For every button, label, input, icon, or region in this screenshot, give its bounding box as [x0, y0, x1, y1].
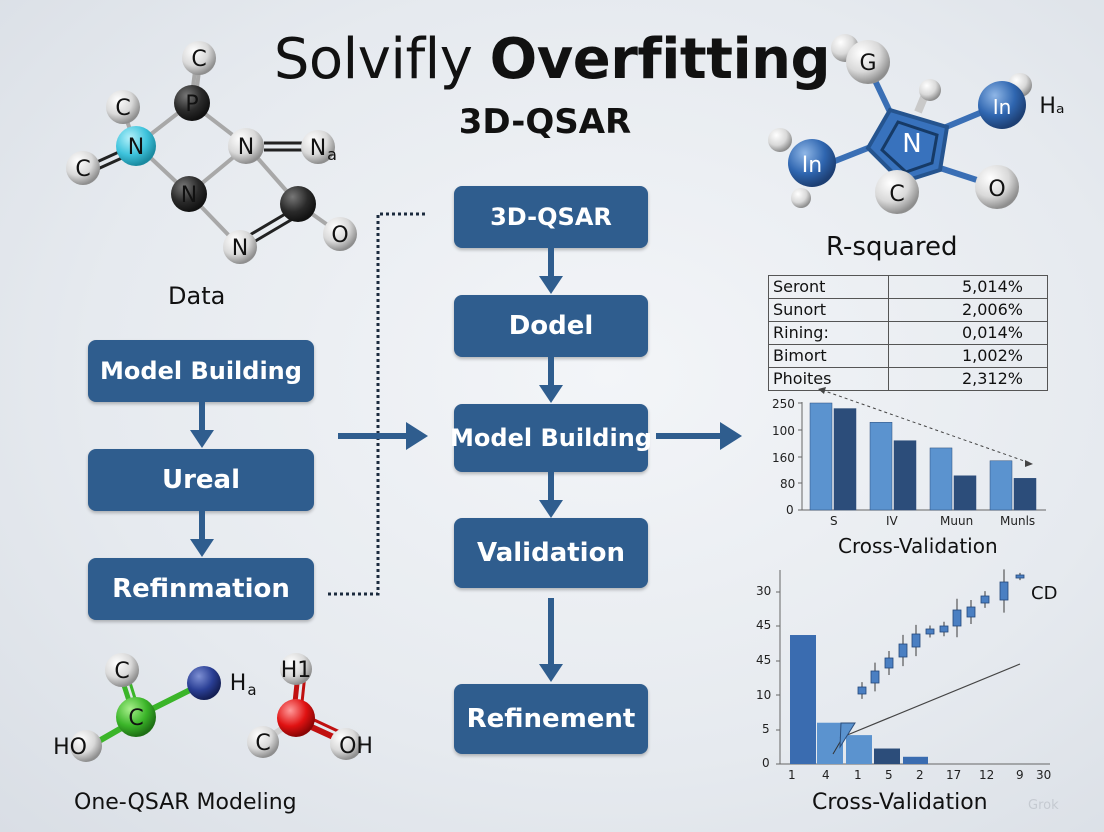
y-tick: 250	[772, 397, 795, 411]
svg-text:HO: HO	[53, 735, 87, 760]
table-row: Rining:0,014%	[768, 321, 1049, 345]
chart-title: Cross-Validation	[838, 534, 998, 558]
row-name: Sunort	[768, 298, 889, 322]
svg-text:Hₐ: Hₐ	[1039, 94, 1064, 119]
svg-text:N: N	[232, 236, 248, 261]
svg-text:C: C	[75, 157, 90, 182]
x-tick: 5	[885, 768, 893, 782]
y-tick: 45	[756, 653, 772, 667]
svg-text:C: C	[255, 731, 270, 756]
center-box-validation[interactable]: Validation	[454, 518, 648, 588]
rsquared-title: R-squared	[826, 232, 958, 262]
y-tick: 45	[756, 618, 772, 632]
center-box-model-building[interactable]: Model Building	[450, 404, 652, 472]
svg-text:a: a	[327, 145, 337, 164]
molecule-top-right-icon: G N In In C O Hₐ	[768, 34, 1065, 214]
svg-text:C: C	[889, 182, 904, 207]
left-box-model-building[interactable]: Model Building	[88, 340, 314, 402]
y-tick: 160	[772, 451, 795, 465]
x-tick: 12	[979, 768, 995, 782]
one-qsar-modeling-label: One-QSAR Modeling	[74, 790, 297, 815]
center-box-dodel[interactable]: Dodel	[454, 295, 648, 357]
x-tick: 4	[822, 768, 830, 782]
arrow-down-icon	[190, 511, 214, 557]
y-tick: 0	[762, 756, 770, 770]
svg-text:C: C	[191, 47, 206, 72]
chart-annotation-cd: CD	[1031, 583, 1058, 604]
row-name: Phoites	[768, 367, 889, 391]
chart-title: Cross-Validation	[812, 790, 988, 815]
y-tick: 80	[780, 477, 796, 491]
svg-text:C: C	[128, 706, 143, 731]
x-tick: 1	[854, 768, 862, 782]
row-value: 2,312%	[887, 367, 1049, 391]
row-value: 2,006%	[887, 298, 1049, 322]
dotted-connector-icon	[328, 212, 428, 596]
svg-text:H: H	[230, 671, 247, 696]
svg-text:In: In	[993, 95, 1012, 119]
row-value: 0,014%	[887, 321, 1049, 345]
svg-text:P: P	[185, 92, 198, 117]
y-tick: 0	[786, 503, 794, 517]
row-name: Seront	[768, 275, 889, 299]
svg-text:O: O	[988, 177, 1005, 202]
page-title: Solvifly Overfitting	[0, 28, 1104, 92]
row-name: Rining:	[768, 321, 889, 345]
svg-text:H1: H1	[281, 658, 312, 683]
svg-text:N: N	[128, 135, 144, 160]
row-value: 1,002%	[887, 344, 1049, 368]
page-subtitle: 3D-QSAR	[458, 102, 632, 142]
svg-text:N: N	[181, 183, 197, 208]
svg-text:C: C	[114, 659, 129, 684]
svg-text:N: N	[238, 135, 254, 160]
row-value: 5,014%	[887, 275, 1049, 299]
row-name: Bimort	[768, 344, 889, 368]
svg-text:a: a	[247, 681, 256, 699]
arrow-down-icon	[539, 248, 563, 294]
svg-text:N: N	[310, 136, 326, 161]
y-tick: 5	[762, 722, 770, 736]
svg-text:In: In	[802, 153, 822, 178]
svg-text:N: N	[902, 129, 921, 159]
title-regular: Solvifly	[273, 27, 490, 92]
title-bold: Overfitting	[489, 27, 831, 92]
arrow-down-icon	[539, 598, 563, 682]
y-tick: 10	[756, 688, 772, 702]
center-box-3d-qsar[interactable]: 3D-QSAR	[454, 186, 648, 248]
x-tick: Munls	[1000, 514, 1036, 528]
center-box-refinement[interactable]: Refinement	[454, 684, 648, 754]
svg-text:G: G	[859, 51, 876, 76]
x-tick: IV	[886, 514, 898, 528]
x-tick: 1	[788, 768, 796, 782]
y-tick: 30	[756, 584, 772, 598]
x-tick: Muun	[940, 514, 974, 528]
watermark: Grok	[1028, 798, 1059, 813]
arrow-down-icon	[190, 402, 214, 448]
x-tick: 9	[1016, 768, 1024, 782]
arrow-right-icon	[656, 422, 742, 450]
arrow-right-icon	[338, 422, 428, 450]
bar-chart-cross-validation	[798, 387, 1046, 511]
x-tick: 2	[916, 768, 924, 782]
x-tick: 30	[1036, 768, 1052, 782]
arrow-down-icon	[539, 357, 563, 403]
svg-text:C: C	[115, 96, 130, 121]
x-tick: 17	[946, 768, 962, 782]
candlestick-chart-cross-validation	[776, 569, 1050, 765]
y-tick: 100	[772, 424, 795, 438]
x-tick: S	[830, 514, 838, 528]
left-box-ureal[interactable]: Ureal	[88, 449, 314, 511]
data-label: Data	[168, 282, 226, 310]
svg-text:OH: OH	[339, 734, 373, 759]
left-box-refinmation[interactable]: Refinmation	[88, 558, 314, 620]
svg-text:O: O	[331, 223, 348, 248]
arrow-down-icon	[539, 472, 563, 518]
